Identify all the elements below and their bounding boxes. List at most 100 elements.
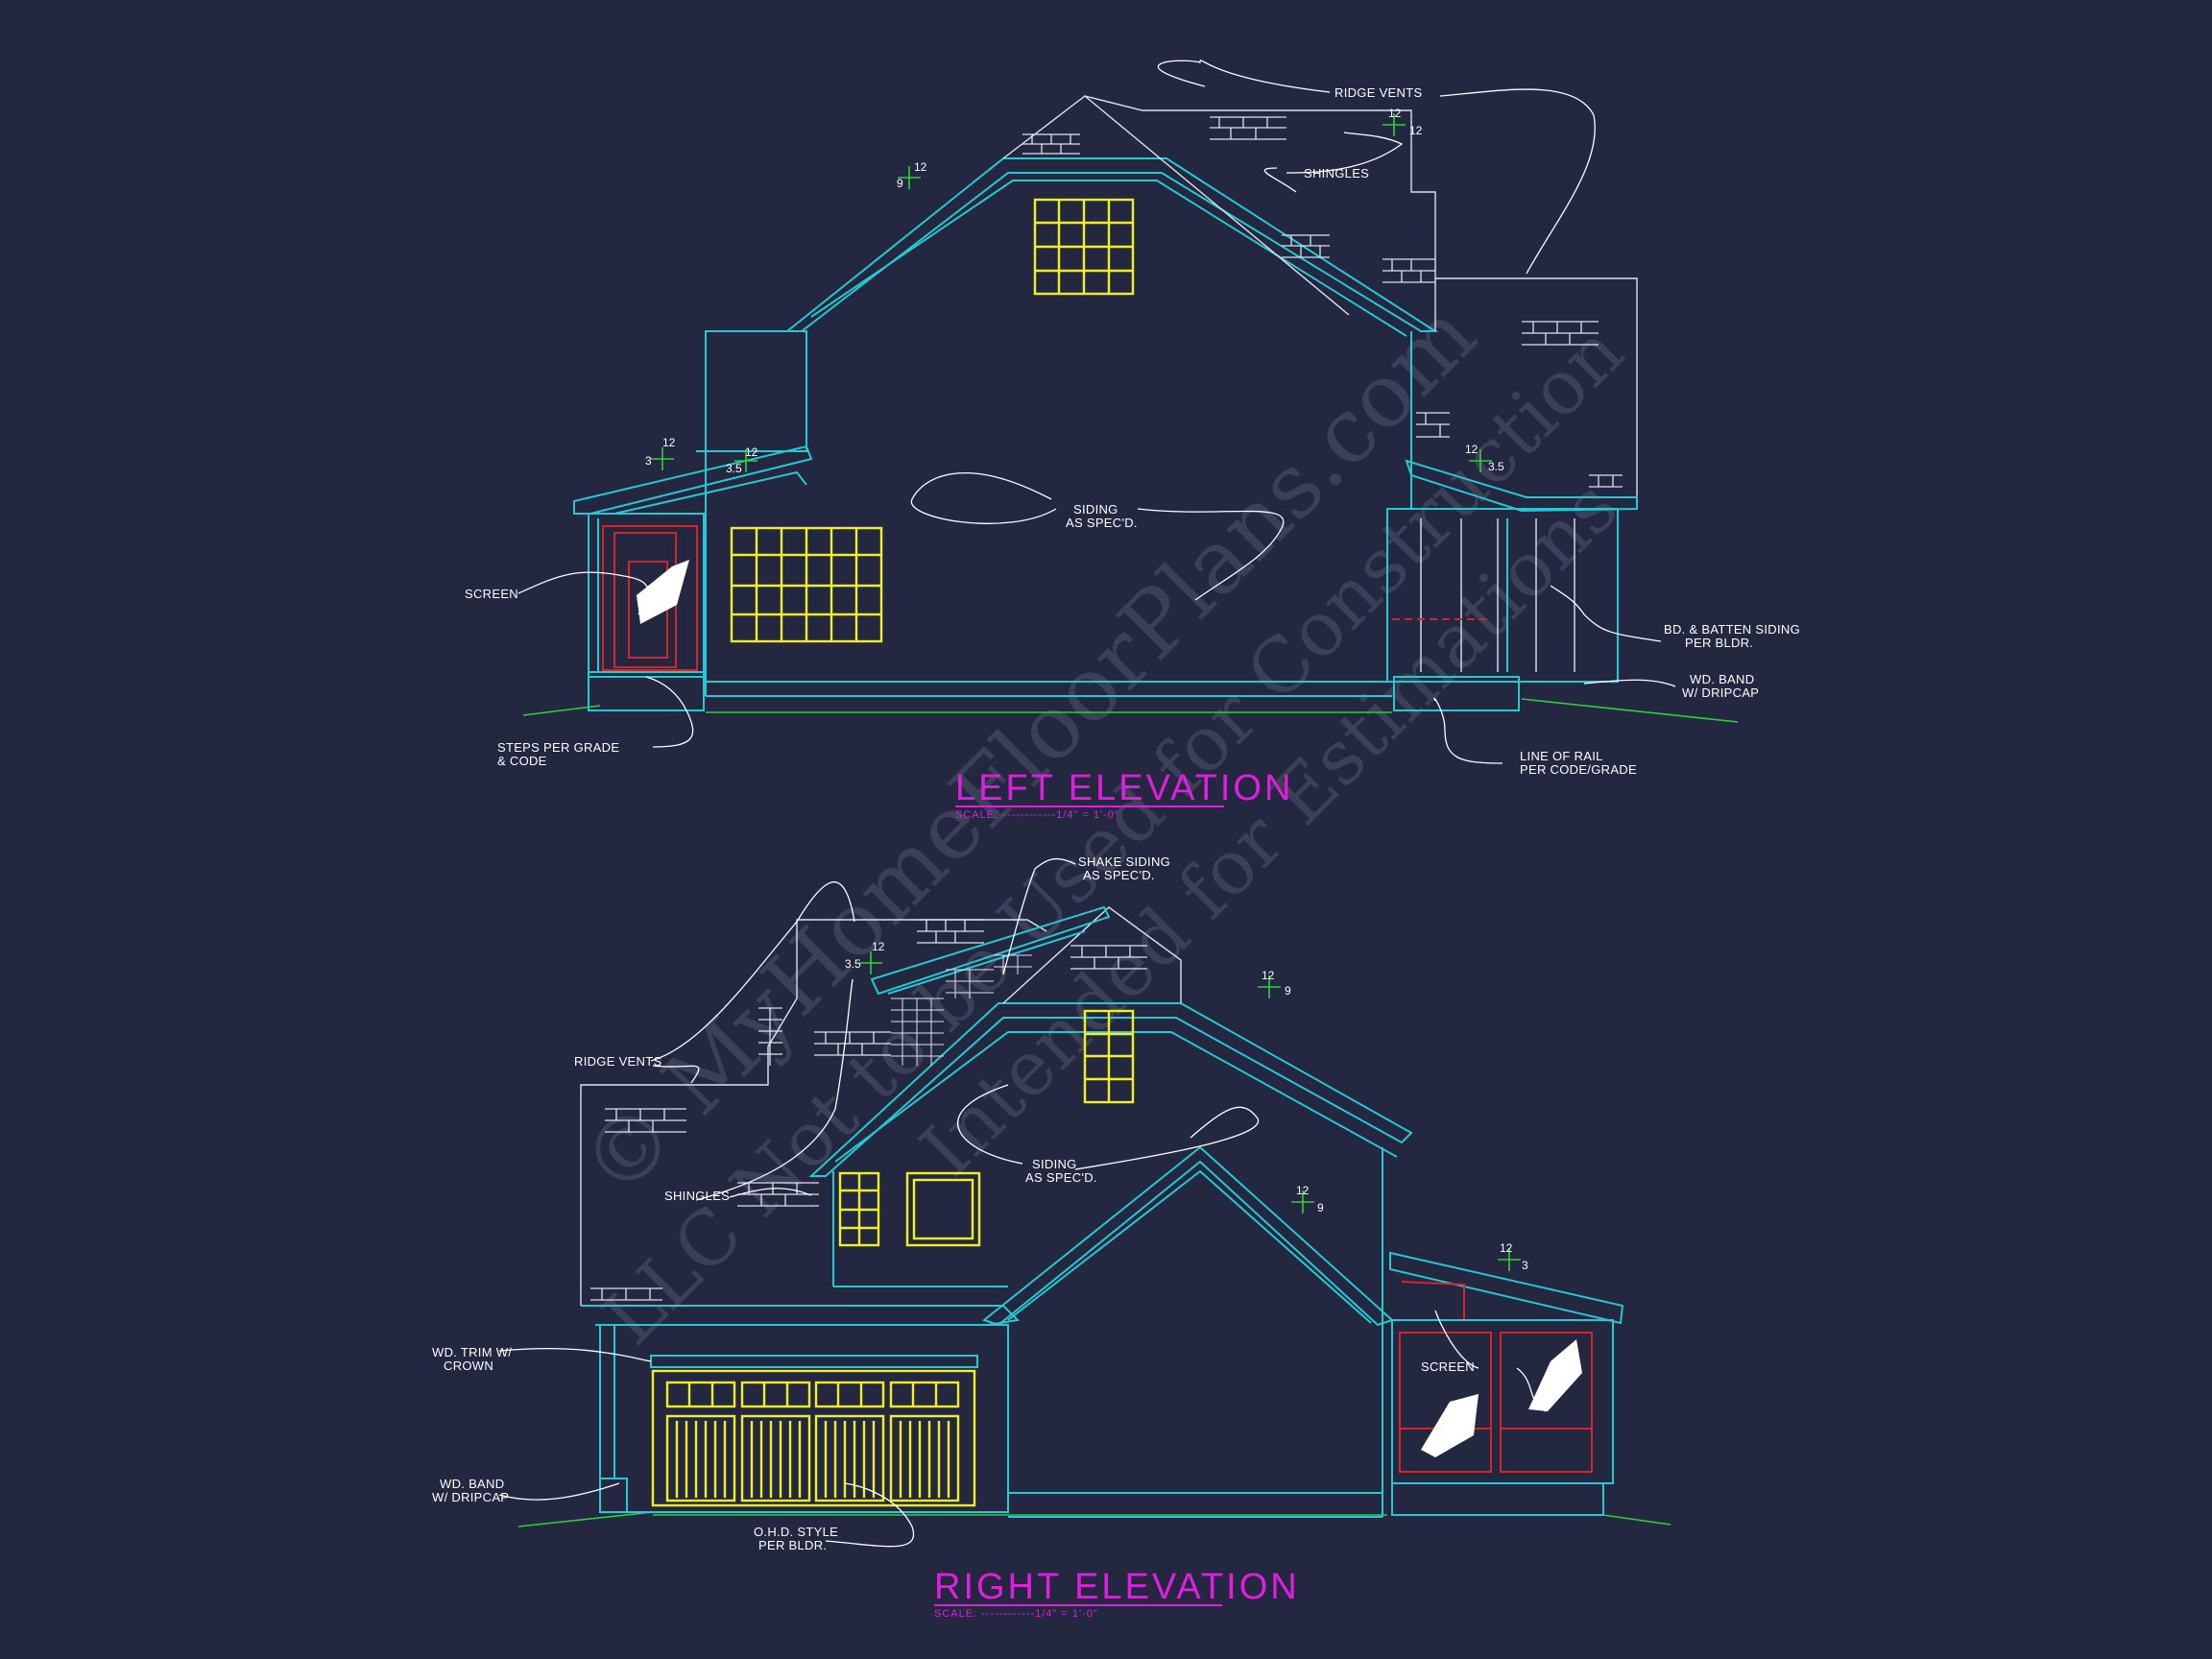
right-note-siding-1: SIDING (1032, 1157, 1077, 1171)
right-note-trim-1: WD. TRIM W/ (432, 1345, 512, 1359)
left-ridge-line (1084, 95, 1350, 316)
left-elevation-title: LEFT ELEVATION (955, 768, 1293, 808)
left-triple-window (730, 526, 883, 643)
right-screen-glare-2 (1528, 1339, 1582, 1411)
left-pitch-ridge-rise: 12 (1409, 124, 1423, 137)
left-note-screen: SCREEN (465, 587, 518, 601)
right-pitch-porch-rise: 3 (1522, 1259, 1528, 1272)
left-right-wing-box (1435, 277, 1638, 499)
right-note-siding-2: AS SPEC'D. (1025, 1170, 1097, 1185)
right-porch-base (1391, 1482, 1604, 1516)
right-elevation: 3.5 12 12 9 12 9 12 3 (432, 854, 1671, 1620)
left-pitch-shed-run: 12 (745, 445, 758, 459)
right-left-wing-box (580, 919, 1047, 1306)
watermark: © MyHomeFloorPlans.com LLC Not to be Use… (562, 283, 1641, 1362)
right-note-band-2: W/ DRIPCAP (432, 1490, 509, 1504)
right-note-ridge-vents: RIDGE VENTS (574, 1054, 661, 1069)
right-note-ohd-2: PER BLDR. (758, 1538, 827, 1552)
left-grade-line-left (522, 705, 601, 716)
right-note-shake-1: SHAKE SIDING (1078, 854, 1170, 869)
left-notes: RIDGE VENTS SHINGLES SIDING AS SPEC'D. S… (465, 85, 1800, 777)
right-pitch-porch-run: 12 (1500, 1241, 1513, 1255)
right-elevation-title: RIGHT ELEVATION (934, 1567, 1300, 1607)
left-screen-glare (637, 560, 689, 624)
left-pitch-right-rise: 3.5 (1488, 460, 1504, 473)
right-note-trim-2: CROWN (444, 1358, 493, 1373)
right-small-window (838, 1171, 880, 1247)
left-elevation: 9 12 12 12 12 3 12 3.5 12 3.5 (465, 60, 1800, 821)
right-garage-base (599, 1478, 628, 1513)
right-note-screen: SCREEN (1421, 1359, 1475, 1374)
right-porch-screens (1399, 1332, 1593, 1473)
left-shingle-patches (1022, 116, 1623, 488)
left-porch-roof-lower (613, 470, 807, 515)
left-note-bd-2: PER BLDR. (1685, 636, 1753, 650)
left-right-porch-frame (1386, 508, 1619, 683)
left-note-steps-1: STEPS PER GRADE (497, 740, 619, 755)
right-shingle-patches (590, 919, 1147, 1301)
right-pitch-marks: 3.5 12 12 9 12 9 12 3 (845, 940, 1528, 1272)
right-porch-roof (1389, 1251, 1624, 1325)
left-leaders (517, 60, 1676, 764)
right-leaders (498, 857, 1547, 1548)
right-pitch-main-run: 12 (1262, 969, 1275, 982)
left-grade-line-right (1521, 698, 1739, 723)
right-grade-line-right (1602, 1514, 1671, 1526)
left-note-shingles: SHINGLES (1304, 166, 1369, 180)
left-note-band-1: WD. BAND (1690, 672, 1754, 686)
right-note-shake-2: AS SPEC'D. (1083, 868, 1155, 882)
left-screen-door (602, 525, 698, 671)
right-main-gable-inner (834, 1031, 1398, 1163)
left-note-band-2: W/ DRIPCAP (1682, 685, 1759, 700)
left-pitch-main-rise: 9 (897, 177, 903, 190)
right-shed-roof (870, 905, 1111, 996)
right-front-gable-inner (1007, 1169, 1372, 1324)
right-pitch-shed-run: 12 (872, 940, 885, 953)
right-upper-ridge (1002, 906, 1182, 1004)
left-pitch-marks: 9 12 12 12 12 3 12 3.5 12 3.5 (645, 107, 1504, 475)
right-porch-roof-panel (1401, 1281, 1465, 1320)
right-shed-roof-lower (887, 930, 1086, 995)
left-main-gable-inner (810, 180, 1407, 337)
left-porch-step (588, 671, 705, 711)
right-garage-trim (650, 1355, 978, 1368)
left-note-siding-1: SIDING (1073, 502, 1118, 517)
left-upper-roof (1002, 95, 1436, 331)
right-elevation-scale: SCALE: ------------1/4" = 1'-0" (934, 1608, 1098, 1620)
left-pitch-ridge-run: 12 (1388, 107, 1402, 120)
right-pitch-shed-rise: 3.5 (845, 957, 861, 971)
left-pitch-porch-rise: 3 (645, 454, 652, 468)
left-right-porch-roof (1405, 459, 1638, 513)
right-notes: SHAKE SIDING AS SPEC'D. RIDGE VENTS SHIN… (432, 854, 1475, 1552)
right-upper-window (1083, 1009, 1135, 1104)
right-note-shingles: SHINGLES (664, 1189, 730, 1203)
left-pitch-main-run: 12 (914, 160, 927, 174)
left-right-porch-base (1393, 676, 1520, 711)
right-pitch-main-rise: 9 (1285, 984, 1291, 998)
right-garage-wall (599, 1324, 1009, 1513)
right-square-window (905, 1171, 981, 1247)
left-pitch-porch-run: 12 (662, 436, 676, 449)
right-pitch-gable-rise: 9 (1317, 1201, 1324, 1214)
left-main-gable-outer (784, 157, 1439, 332)
left-attic-window (1033, 198, 1135, 296)
left-pitch-shed-rise: 3.5 (726, 462, 742, 475)
watermark-line-2: LLC Not to be Used for Construction (588, 309, 1641, 1362)
left-note-bd-1: BD. & BATTEN SIDING (1664, 622, 1800, 637)
right-porch-frame (1391, 1319, 1614, 1484)
right-screen-glare-1 (1421, 1394, 1479, 1457)
left-note-steps-2: & CODE (497, 754, 547, 768)
right-pitch-gable-run: 12 (1296, 1184, 1310, 1197)
left-main-wall (696, 330, 807, 696)
left-porch-roof (573, 445, 813, 515)
right-shake-siding (891, 954, 1032, 1066)
left-note-siding-2: AS SPEC'D. (1066, 516, 1138, 530)
left-pitch-right-run: 12 (1465, 443, 1479, 456)
left-note-rail-1: LINE OF RAIL (1520, 749, 1603, 763)
left-elevation-scale: SCALE: ------------1/4" = 1'-0" (955, 809, 1119, 821)
right-garage-door (651, 1369, 976, 1507)
right-note-ohd-1: O.H.D. STYLE (754, 1525, 838, 1539)
right-note-band-1: WD. BAND (440, 1477, 504, 1491)
right-grade-line-left (517, 1511, 654, 1527)
